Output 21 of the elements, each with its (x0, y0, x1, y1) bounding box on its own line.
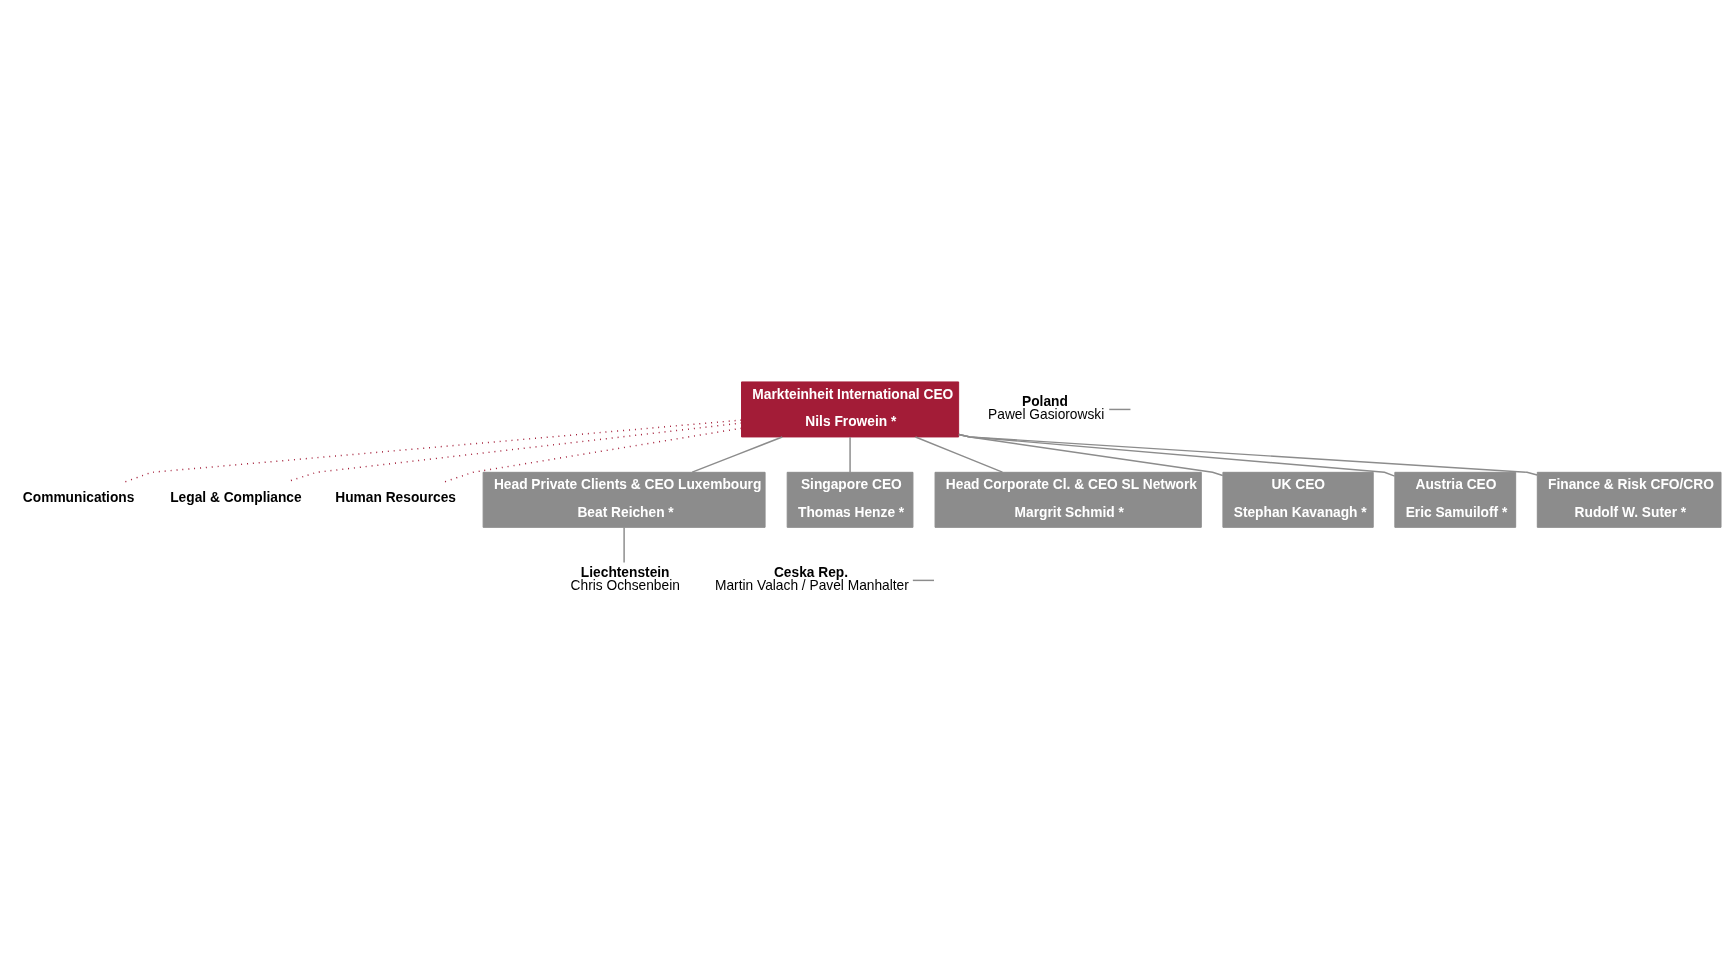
connector (691, 435, 783, 473)
node-box: Austria CEO Eric Samuiloff * (1394, 471, 1517, 528)
node-text: Legal & Compliance (170, 489, 302, 505)
connector (912, 579, 935, 581)
connector (849, 435, 851, 473)
node-text: Human Resources (335, 489, 457, 505)
node-box: Markteinheit International CEO Nils Frowein * (741, 380, 960, 437)
connector (914, 435, 1004, 473)
connector (123, 418, 743, 483)
connector (623, 526, 625, 563)
node-box: Head Private Clients & CEO Luxembourg Beat Reichen * (482, 471, 766, 528)
node-text: Poland Pawel Gasiorowski (988, 393, 1105, 422)
connector (1108, 408, 1132, 410)
node-box: Head Corporate Cl. & CEO SL Network Margrit Schmid * (934, 471, 1202, 528)
node-text: Ceska Rep. Martin Valach / Pavel Manhalter (714, 564, 909, 593)
node-box: UK CEO Stephan Kavanagh * (1222, 471, 1374, 528)
node-box: Finance & Risk CFO/CRO Rudolf W. Suter * (1536, 471, 1722, 528)
node-text: Liechtenstein Chris Ochsenbein (570, 564, 680, 593)
node-box: Singapore CEO Thomas Henze * (786, 471, 914, 528)
connector (958, 433, 1538, 476)
node-text: Communications (22, 489, 135, 505)
